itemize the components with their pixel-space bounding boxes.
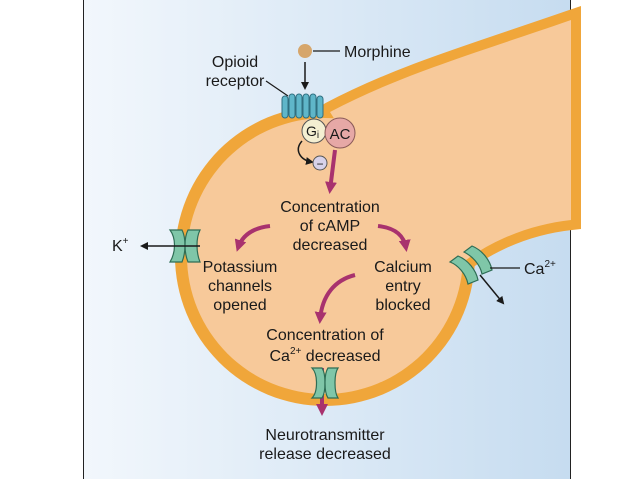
svg-text:channels: channels <box>208 278 272 295</box>
svg-text:opened: opened <box>213 297 266 314</box>
potassium-channels-text: Potassium channels opened <box>203 259 278 314</box>
opioid-receptor <box>281 93 324 119</box>
adenylyl-cyclase: AC <box>324 117 356 149</box>
svg-text:release decreased: release decreased <box>259 446 391 463</box>
inhibition-arrow <box>297 140 314 165</box>
svg-text:decreased: decreased <box>293 237 368 254</box>
neurotransmitter-release-text: Neurotransmitter release decreased <box>259 427 391 463</box>
svg-text:Ca2+ decreased: Ca2+ decreased <box>269 346 380 365</box>
calcium-entry-text: Calcium entry blocked <box>374 259 432 314</box>
svg-text:Potassium: Potassium <box>203 259 278 276</box>
receptor-leader-line <box>265 80 289 97</box>
release-channel <box>310 367 340 399</box>
calcium-concentration-text: Concentration of Ca2+ decreased <box>266 327 384 365</box>
receptor-label-2: receptor <box>206 73 265 90</box>
axon-interior <box>330 20 571 285</box>
terminal-interior <box>187 118 463 394</box>
svg-text:of cAMP: of cAMP <box>300 218 360 235</box>
svg-text:entry: entry <box>385 278 421 295</box>
svg-text:Neurotransmitter: Neurotransmitter <box>265 427 385 444</box>
receptor-label: Opioid <box>212 54 258 71</box>
gi-protein: Gi <box>301 118 327 144</box>
calcium-to-concentration-arrow <box>314 273 356 324</box>
camp-to-calcium-arrow <box>377 224 411 252</box>
svg-text:Concentration: Concentration <box>280 199 380 216</box>
camp-to-potassium-arrow <box>234 224 271 252</box>
svg-text:Concentration of: Concentration of <box>266 327 384 344</box>
calcium-blocked-arrow <box>479 274 505 305</box>
inhibition-symbol: − <box>312 155 328 171</box>
calcium-channel <box>448 245 493 285</box>
svg-text:AC: AC <box>330 126 351 143</box>
svg-text:Calcium: Calcium <box>374 259 432 276</box>
camp-decrease-text: Concentration of cAMP decreased <box>280 199 380 254</box>
svg-text:blocked: blocked <box>375 297 430 314</box>
svg-text:Gi: Gi <box>306 123 319 141</box>
ca-ion-label: Ca2+ <box>524 259 556 278</box>
svg-text:−: − <box>316 157 323 171</box>
morphine-label: Morphine <box>344 44 411 61</box>
ac-to-camp-arrow <box>325 149 337 194</box>
k-ion-label: K+ <box>112 236 129 255</box>
morphine-molecule <box>298 44 312 58</box>
